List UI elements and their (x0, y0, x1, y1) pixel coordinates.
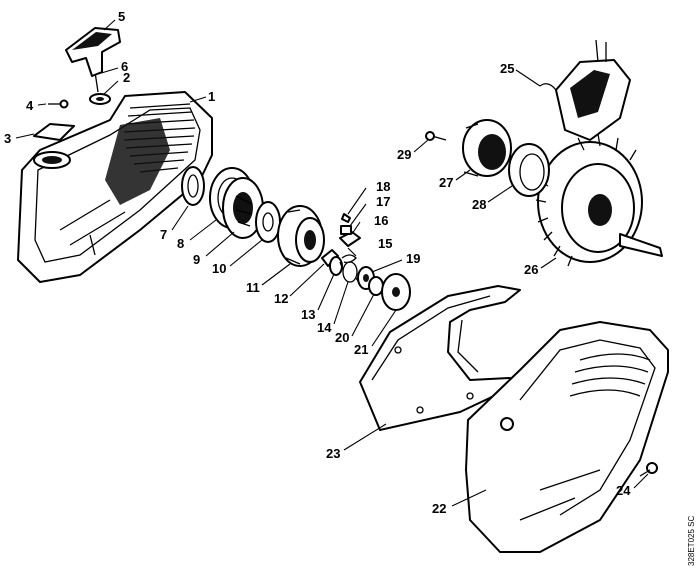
callout-2: 2 (123, 70, 130, 85)
callout-11: 11 (246, 280, 260, 295)
callout-22: 22 (432, 501, 446, 516)
part-27-drum (462, 119, 512, 177)
part-28-ring (508, 143, 550, 197)
callout-numbers: 1 2 3 4 5 6 7 8 9 10 11 12 13 14 15 16 1… (4, 9, 631, 516)
part-13-washer (329, 256, 343, 276)
callout-7: 7 (160, 227, 167, 242)
callout-8: 8 (177, 236, 184, 251)
callout-14: 14 (317, 320, 332, 335)
part-25-ignition-module (539, 39, 631, 141)
part-5-starter-grip (65, 27, 121, 77)
part-29-screw (425, 131, 447, 141)
callout-28: 28 (472, 197, 486, 212)
callout-4: 4 (26, 98, 34, 113)
callout-5: 5 (118, 9, 125, 24)
part-21-cover-disc (381, 273, 411, 311)
figure-code: 328ET025 SC (687, 516, 696, 566)
part-15-spring (341, 254, 357, 264)
part-14-spring-clip (339, 261, 361, 285)
callout-13: 13 (301, 307, 315, 322)
part-24-screw (639, 462, 658, 477)
part-17-pin (340, 225, 352, 235)
part-2-rope-guide-bushing (89, 93, 111, 105)
callout-17: 17 (376, 194, 390, 209)
callout-20: 20 (335, 330, 349, 345)
part-4-screw (48, 99, 69, 109)
part-18-screw (341, 213, 351, 223)
part-1-starter-housing (17, 91, 213, 283)
callout-15: 15 (378, 236, 392, 251)
part-7-washer (181, 166, 205, 206)
callout-10: 10 (212, 261, 226, 276)
callout-21: 21 (354, 342, 368, 357)
callout-27: 27 (439, 175, 453, 190)
callout-18: 18 (376, 179, 390, 194)
callout-12: 12 (274, 291, 288, 306)
callout-9: 9 (193, 252, 200, 267)
callout-3: 3 (4, 131, 11, 146)
callout-29: 29 (397, 147, 411, 162)
part-22-fan-housing (465, 321, 669, 553)
callout-6: 6 (121, 59, 128, 74)
callout-23: 23 (326, 446, 340, 461)
callout-1: 1 (208, 89, 215, 104)
callout-26: 26 (524, 262, 538, 277)
leader-lines (15, 19, 649, 507)
part-23-gasket (359, 285, 521, 431)
callout-16: 16 (374, 213, 388, 228)
part-12-pawl (321, 249, 339, 267)
part-11-rope-rotor (277, 205, 325, 267)
part-3-plate (33, 123, 75, 141)
callout-19: 19 (406, 251, 420, 266)
callout-24: 24 (616, 483, 631, 498)
part-10-disc (255, 201, 281, 243)
part-26-flywheel (535, 133, 663, 267)
part-20-spring (368, 276, 384, 296)
callout-25: 25 (500, 61, 514, 76)
